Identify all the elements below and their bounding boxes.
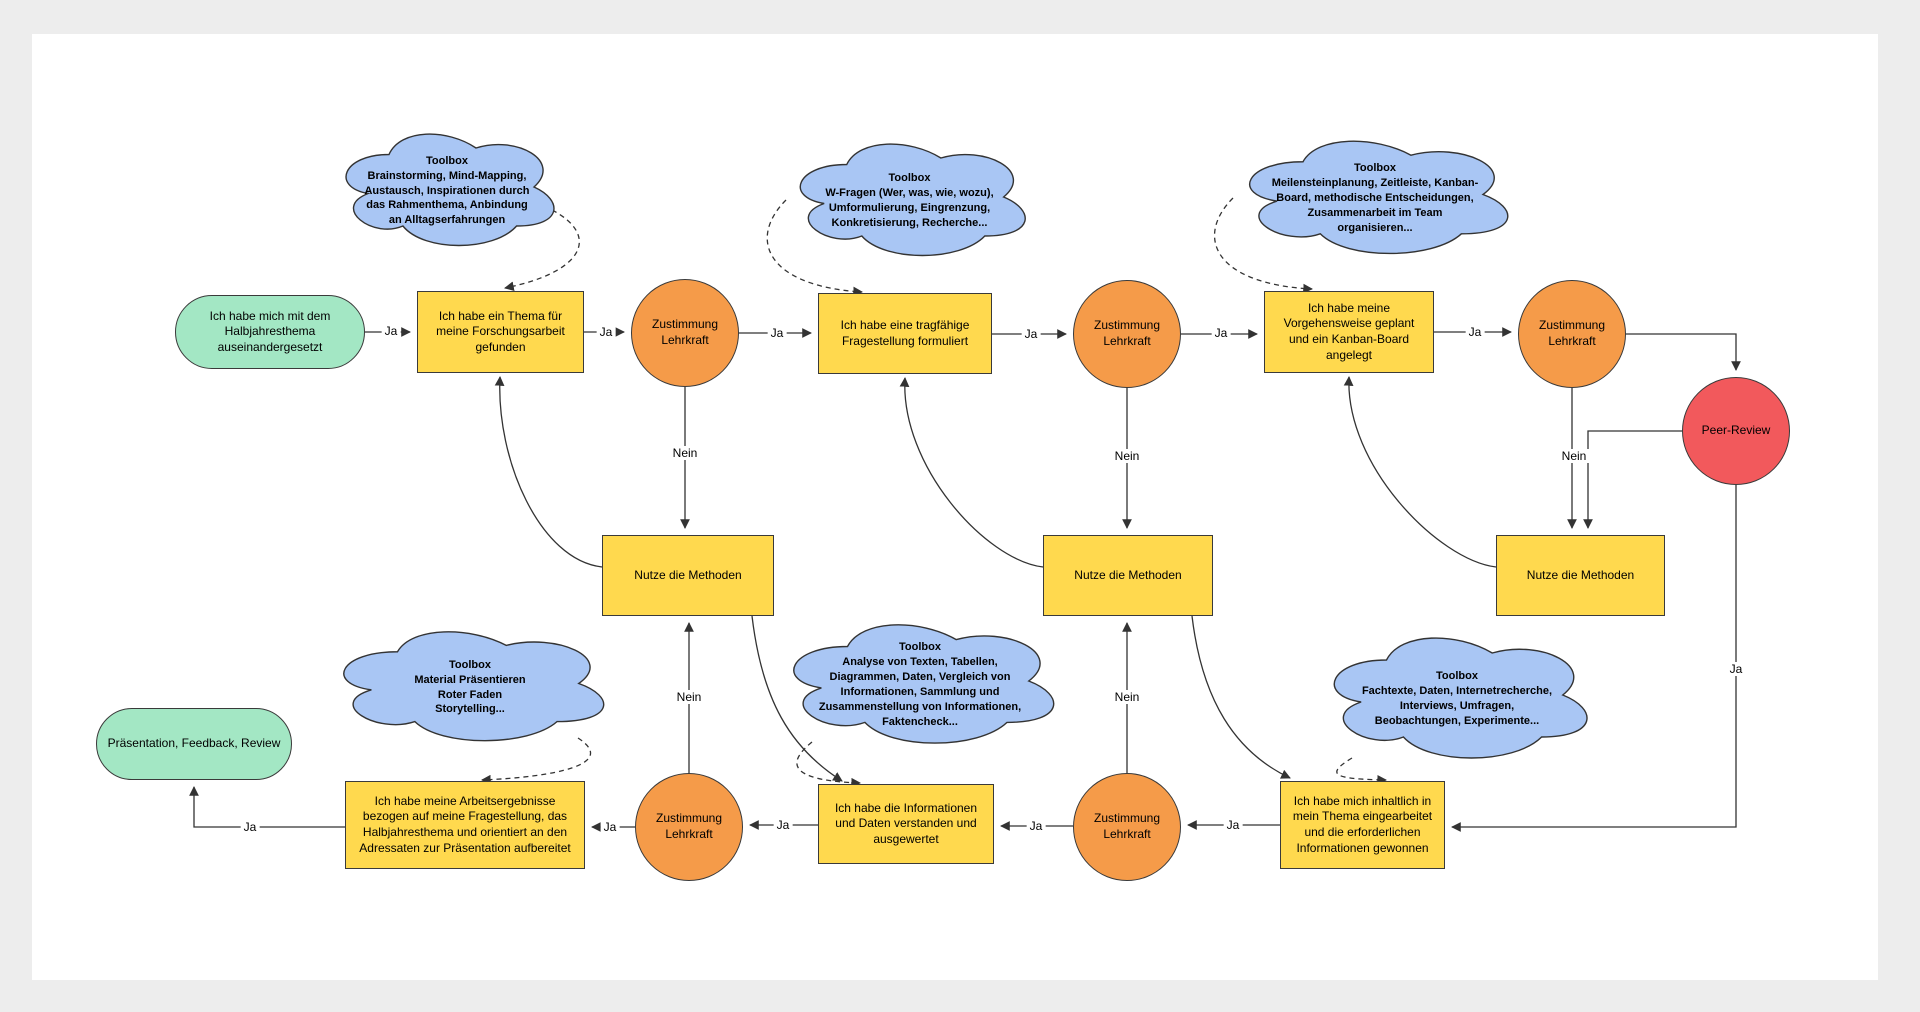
node-label: Ich habe mich mit dem Halbjahresthema au… (209, 308, 331, 354)
node-label: Zustimmung Lehrkraft (655, 811, 723, 841)
cloud-body: Brainstorming, Mind-Mapping, Austausch, … (364, 169, 530, 227)
node-label: Ich habe meine Arbeitsergebnisse bezogen… (359, 793, 571, 855)
cloud-body: Analyse von Texten, Tabellen, Diagrammen… (818, 656, 1022, 728)
cloud-body: Material Präsentieren Roter Faden Storyt… (414, 673, 526, 716)
cloud-shape (325, 620, 615, 747)
toolbox-cloud-brainstorming: Toolbox Brainstorming, Mind-Mapping, Aus… (331, 122, 563, 252)
process-methoden-2: Nutze die Methoden (1043, 535, 1213, 616)
node-label: Peer-Review (1701, 423, 1771, 438)
node-label: Nutze die Methoden (634, 567, 742, 582)
process-fragestellung: Ich habe eine tragfähige Fragestellung f… (818, 293, 992, 374)
toolbox-cloud-fachtexte: Toolbox Fachtexte, Daten, Internetrecher… (1316, 625, 1598, 765)
edge-label-ja-2: Ja (596, 325, 616, 339)
node-label: Zustimmung Lehrkraft (1538, 318, 1606, 348)
edge-label-nein-4: Nein (673, 690, 705, 704)
toolbox-cloud-w-fragen: Toolbox W-Fragen (Wer, was, wie, wozu), … (784, 132, 1035, 262)
toolbox-cloud-analyse: Toolbox Analyse von Texten, Tabellen, Di… (775, 612, 1065, 750)
decision-peer-review: Peer-Review (1682, 377, 1790, 485)
edge-label-ja-11: Ja (1223, 818, 1243, 832)
decision-zustimmung-4: Zustimmung Lehrkraft (635, 773, 743, 881)
node-label: Zustimmung Lehrkraft (1093, 811, 1161, 841)
terminal-praesentation: Präsentation, Feedback, Review (96, 708, 292, 780)
process-methoden-1: Nutze die Methoden (602, 535, 774, 616)
node-label: Ich habe meine Vorgehensweise geplant un… (1283, 300, 1415, 362)
edge-label-ja-4: Ja (1021, 327, 1041, 341)
cloud-body: Meilensteinplanung, Zeitleiste, Kanban-B… (1271, 177, 1479, 234)
toolbox-cloud-meilensteinplanung: Toolbox Meilensteinplanung, Zeitleiste, … (1231, 129, 1519, 260)
cloud-shape (1231, 129, 1519, 260)
edge-label-nein-2: Nein (1111, 449, 1143, 463)
cloud-title: Toolbox (888, 172, 931, 185)
cloud-body: Fachtexte, Daten, Internetrecherche, Int… (1361, 685, 1553, 727)
edge-label-ja-10: Ja (1026, 819, 1046, 833)
edge-label-ja-6: Ja (1465, 325, 1485, 339)
node-label: Zustimmung Lehrkraft (651, 317, 719, 347)
cloud-title: Toolbox (1354, 162, 1396, 175)
edge-label-ja-1: Ja (381, 324, 401, 338)
process-informationen-verstanden: Ich habe die Informationen und Daten ver… (818, 784, 994, 864)
decision-zustimmung-5: Zustimmung Lehrkraft (1073, 773, 1181, 881)
node-label: Ich habe die Informationen und Daten ver… (834, 800, 978, 846)
cloud-shape (331, 122, 563, 252)
cloud-title: Toolbox (1436, 670, 1478, 683)
toolbox-cloud-material: Toolbox Material Präsentieren Roter Fade… (325, 620, 615, 747)
edge-label-nein-1: Nein (669, 446, 701, 460)
edge-label-ja-7: Ja (240, 820, 260, 834)
edge-label-ja-3: Ja (767, 326, 787, 340)
cloud-title: Toolbox (449, 658, 491, 671)
terminal-start: Ich habe mich mit dem Halbjahresthema au… (175, 295, 365, 369)
edge-label-ja-9: Ja (773, 818, 793, 832)
edge-label-ja-peer: Ja (1726, 662, 1746, 676)
node-label: Nutze die Methoden (1074, 567, 1182, 582)
node-label: Ich habe mich inhaltlich in mein Thema e… (1292, 793, 1433, 855)
cloud-shape (784, 132, 1035, 262)
node-label: Ich habe eine tragfähige Fragestellung f… (840, 317, 970, 348)
cloud-shape (1316, 625, 1598, 765)
process-arbeitsergebnisse: Ich habe meine Arbeitsergebnisse bezogen… (345, 781, 585, 869)
cloud-body: W-Fragen (Wer, was, wie, wozu), Umformul… (825, 187, 994, 229)
edge-label-nein-3: Nein (1558, 449, 1590, 463)
edge-label-ja-8: Ja (600, 820, 620, 834)
process-methoden-3: Nutze die Methoden (1496, 535, 1665, 616)
node-label: Ich habe ein Thema für meine Forschungsa… (436, 308, 565, 354)
edge-label-ja-5: Ja (1211, 326, 1231, 340)
cloud-title: Toolbox (426, 154, 468, 167)
decision-zustimmung-2: Zustimmung Lehrkraft (1073, 280, 1181, 388)
process-vorgehensweise: Ich habe meine Vorgehensweise geplant un… (1264, 291, 1434, 373)
node-label: Zustimmung Lehrkraft (1093, 318, 1161, 348)
cloud-shape (775, 612, 1065, 750)
process-thema-gefunden: Ich habe ein Thema für meine Forschungsa… (417, 291, 584, 373)
node-label: Nutze die Methoden (1526, 567, 1635, 582)
node-label: Präsentation, Feedback, Review (107, 736, 281, 751)
process-inhaltlich-eingearbeitet: Ich habe mich inhaltlich in mein Thema e… (1280, 781, 1445, 869)
cloud-title: Toolbox (899, 641, 941, 654)
decision-zustimmung-3: Zustimmung Lehrkraft (1518, 280, 1626, 388)
edge-label-nein-5: Nein (1111, 690, 1143, 704)
decision-zustimmung-1: Zustimmung Lehrkraft (631, 279, 739, 387)
